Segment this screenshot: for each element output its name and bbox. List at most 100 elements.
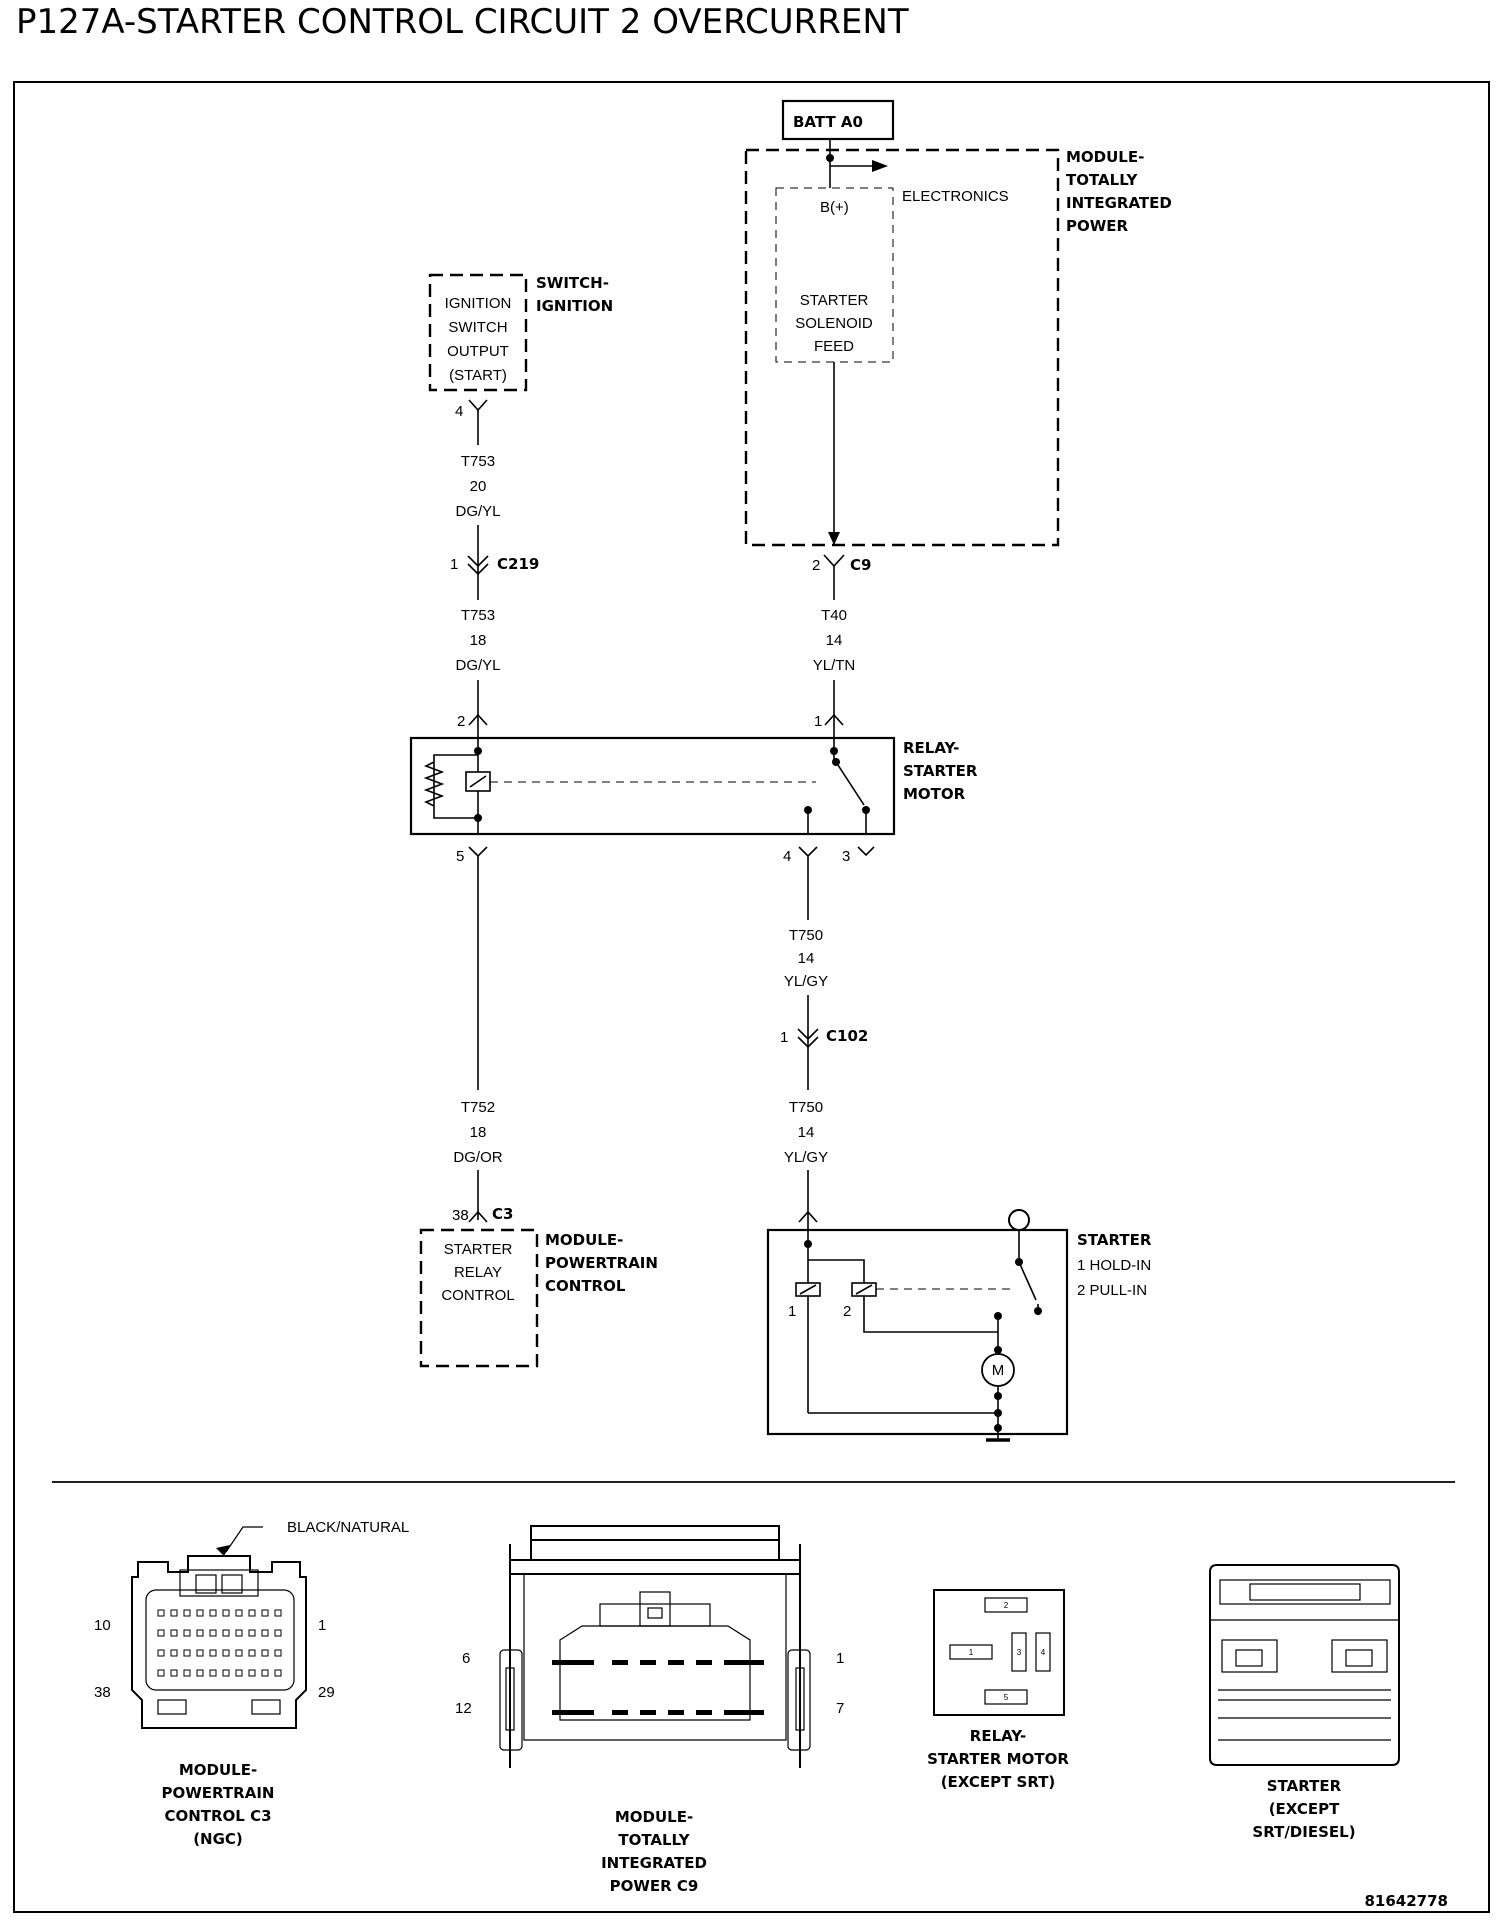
pin-cavity	[196, 1669, 204, 1677]
relay-name-2: STARTER	[903, 762, 978, 780]
motor-symbol: M	[992, 1362, 1005, 1379]
ign-name-1: SWITCH-	[536, 274, 609, 292]
pin-cavity	[724, 1710, 764, 1715]
pin-cavity	[183, 1629, 191, 1637]
pcm-box-1: STARTER	[444, 1241, 513, 1258]
pin-cavity	[248, 1609, 256, 1617]
pcm-conn-pin-29: 29	[318, 1684, 335, 1701]
relay-conn-caption-1: RELAY-	[970, 1727, 1026, 1745]
pin-cavity	[274, 1609, 282, 1617]
pin-cavity	[235, 1609, 243, 1617]
relay-conn-pin-1: 1	[969, 1648, 974, 1657]
tipm-feed-1: STARTER	[800, 292, 869, 309]
wire-t40-color: YL/TN	[813, 657, 856, 674]
pin-cavity	[668, 1660, 684, 1665]
pin-cavity	[724, 1660, 764, 1665]
c102-name: C102	[826, 1027, 868, 1045]
pin-cavity	[157, 1649, 165, 1657]
c219-name: C219	[497, 555, 539, 573]
pin-cavity	[183, 1669, 191, 1677]
batt-a0-text: BATT A0	[793, 113, 863, 131]
pcm-conn-callout: BLACK/NATURAL	[287, 1519, 409, 1536]
starter-pin-1: 1	[788, 1303, 796, 1320]
pcm-name-2: POWERTRAIN	[545, 1254, 658, 1272]
tipm-name-2: TOTALLY	[1066, 171, 1138, 189]
relay-conn-pin-2: 2	[1004, 1601, 1009, 1610]
c9-name: C9	[850, 556, 871, 574]
starter-conn-caption-2: (EXCEPT	[1269, 1800, 1340, 1818]
pin-cavity	[222, 1609, 230, 1617]
pin-cavity	[235, 1649, 243, 1657]
wire-t752-gauge: 18	[470, 1124, 487, 1141]
pin-cavity	[157, 1609, 165, 1617]
arrow-right-icon	[872, 160, 888, 172]
pcm-conn-pin-10: 10	[94, 1617, 111, 1634]
connector-c219: 1 C219	[450, 555, 539, 576]
tipm-bplus: B(+)	[820, 199, 849, 216]
tipm-electronics: ELECTRONICS	[902, 188, 1009, 205]
ign-box-2: SWITCH	[448, 319, 507, 336]
tipm-name-4: POWER	[1066, 217, 1129, 235]
pin-cavity	[261, 1649, 269, 1657]
pin-cavity	[696, 1660, 712, 1665]
ign-box-4: (START)	[449, 367, 507, 384]
c9-pin: 2	[812, 557, 820, 574]
relay-pin-4: 4	[783, 848, 791, 865]
tipm-name-3: INTEGRATED	[1066, 194, 1172, 212]
pcm-name-3: CONTROL	[545, 1277, 626, 1295]
wire-t750-circuit-a: T750	[789, 927, 823, 944]
pcm-module: STARTER RELAY CONTROL MODULE- POWERTRAIN…	[419, 1228, 658, 1368]
pin-cavity	[170, 1629, 178, 1637]
figure-id: 81642778	[1365, 1892, 1449, 1910]
wire-t753-circuit-a: T753	[461, 453, 495, 470]
pcm-conn-caption-4: (NGC)	[193, 1830, 243, 1848]
relay-conn-pin-4: 4	[1041, 1648, 1046, 1657]
relay-name-3: MOTOR	[903, 785, 966, 803]
pin-cavity	[612, 1710, 628, 1715]
page-title: P127A-STARTER CONTROL CIRCUIT 2 OVERCURR…	[16, 2, 909, 42]
relay-pin-2: 2	[457, 713, 465, 730]
pcm-box-3: CONTROL	[441, 1287, 514, 1304]
pcm-c3-connector-view: BLACK/NATURAL 10 1 38 29 MODULE- POWERTR…	[94, 1519, 409, 1848]
pin-cavity	[209, 1649, 217, 1657]
pcm-conn-caption-3: CONTROL C3	[164, 1807, 271, 1825]
wire-t40-gauge: 14	[826, 632, 843, 649]
ign-name-2: IGNITION	[536, 297, 613, 315]
pin-cavity	[235, 1669, 243, 1677]
pin-cavity	[157, 1669, 165, 1677]
relay-name-1: RELAY-	[903, 739, 959, 757]
pin-cavity	[552, 1710, 594, 1715]
pcm-name-1: MODULE-	[545, 1231, 623, 1249]
tipm-feed-3: FEED	[814, 338, 854, 355]
starter-motor: M 1 2 STARTER 1 HOLD-IN 2 PULL-IN	[766, 1209, 1152, 1442]
connector-c102: 1 C102	[780, 1027, 868, 1049]
wire-t750-circuit-b: T750	[789, 1099, 823, 1116]
connector-c9: 2 C9	[812, 554, 871, 574]
pin-cavity	[274, 1649, 282, 1657]
tipm-conn-caption-4: POWER C9	[610, 1877, 699, 1895]
tipm-conn-pin-1: 1	[836, 1650, 844, 1667]
pin-cavity	[196, 1629, 204, 1637]
relay-conn-caption-2: STARTER MOTOR	[927, 1750, 1069, 1768]
tipm-connector-pins	[552, 1660, 764, 1715]
pin-cavity	[235, 1629, 243, 1637]
pin-cavity	[222, 1649, 230, 1657]
pin-cavity	[261, 1609, 269, 1617]
wire-t750-gauge-b: 14	[798, 1124, 815, 1141]
relay-conn-pin-3: 3	[1017, 1648, 1022, 1657]
ignition-switch: IGNITION SWITCH OUTPUT (START) SWITCH- I…	[428, 273, 613, 392]
pin-cavity	[696, 1710, 712, 1715]
starter-legend-2: 2 PULL-IN	[1077, 1282, 1147, 1299]
pin-cavity	[196, 1609, 204, 1617]
relay-conn-pin-5: 5	[1004, 1693, 1009, 1702]
pin-cavity	[640, 1660, 656, 1665]
relay-pin-1: 1	[814, 713, 822, 730]
pin-cavity	[209, 1669, 217, 1677]
starter-connector-view: STARTER (EXCEPT SRT/DIESEL)	[1209, 1564, 1400, 1841]
wire-t753-gauge-b: 18	[470, 632, 487, 649]
tipm-conn-caption-3: INTEGRATED	[601, 1854, 707, 1872]
pcm-box-2: RELAY	[454, 1264, 502, 1281]
c219-pin: 1	[450, 556, 458, 573]
pcm-conn-pin-38: 38	[94, 1684, 111, 1701]
tipm-conn-caption-1: MODULE-	[615, 1808, 693, 1826]
